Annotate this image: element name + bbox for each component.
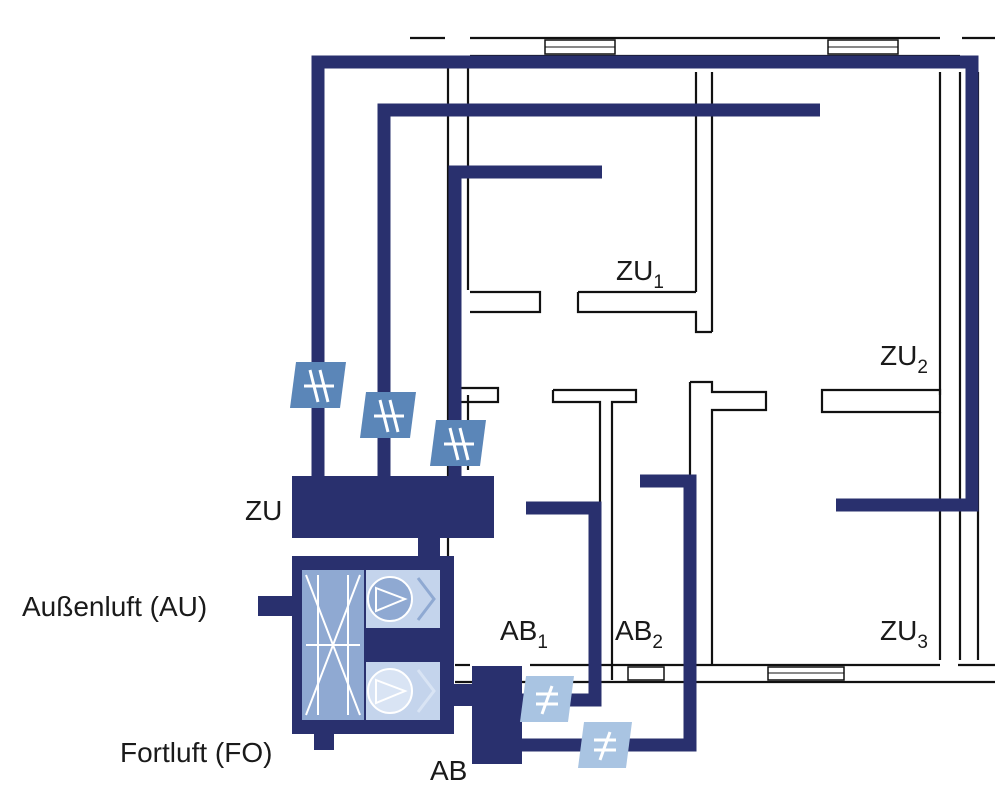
diagram-labels: ZU1 ZU2 ZU3 AB1 AB2 ZU AB Außenluft (AU)… (22, 255, 928, 786)
room-label-ab2: AB2 (615, 615, 663, 653)
extract-manifold-box (472, 666, 522, 764)
unit-divider (366, 628, 452, 662)
damper-icon (520, 676, 574, 722)
fan-icon (366, 570, 440, 628)
extract-manifold (472, 666, 522, 764)
window-bottom-small (627, 666, 665, 681)
room-label-zu1: ZU1 (616, 255, 664, 293)
supply-duct-zu1 (448, 165, 602, 478)
damper-icon (430, 420, 486, 466)
extract-duct-ab1 (520, 501, 602, 707)
supply-ducts (311, 55, 979, 512)
room-label-ab1: AB1 (500, 615, 548, 653)
heat-exchanger-icon (302, 570, 364, 720)
outdoor-air-stub (258, 596, 294, 616)
extract-dampers (520, 676, 632, 768)
supply-manifold (292, 476, 494, 558)
outdoor-air-label: Außenluft (AU) (22, 591, 207, 622)
supply-duct-zu3 (311, 55, 979, 512)
unit-extract-connector (452, 684, 474, 706)
damper-icon (290, 362, 346, 408)
damper-icon (360, 392, 416, 438)
extract-manifold-label: AB (430, 755, 467, 786)
supply-duct-zu2 (377, 103, 820, 478)
fan-icon (366, 662, 440, 720)
supply-manifold-label: ZU (245, 495, 282, 526)
supply-manifold-connector (418, 536, 440, 558)
ventilation-unit (258, 556, 474, 750)
room-label-zu3: ZU3 (880, 615, 928, 653)
exhaust-air-label: Fortluft (FO) (120, 737, 272, 768)
exterior-wall-top (410, 36, 995, 58)
supply-manifold-box (292, 476, 494, 538)
exhaust-air-stub (314, 732, 334, 750)
room-label-zu2: ZU2 (880, 340, 928, 378)
supply-dampers (290, 362, 486, 466)
damper-icon (578, 722, 632, 768)
